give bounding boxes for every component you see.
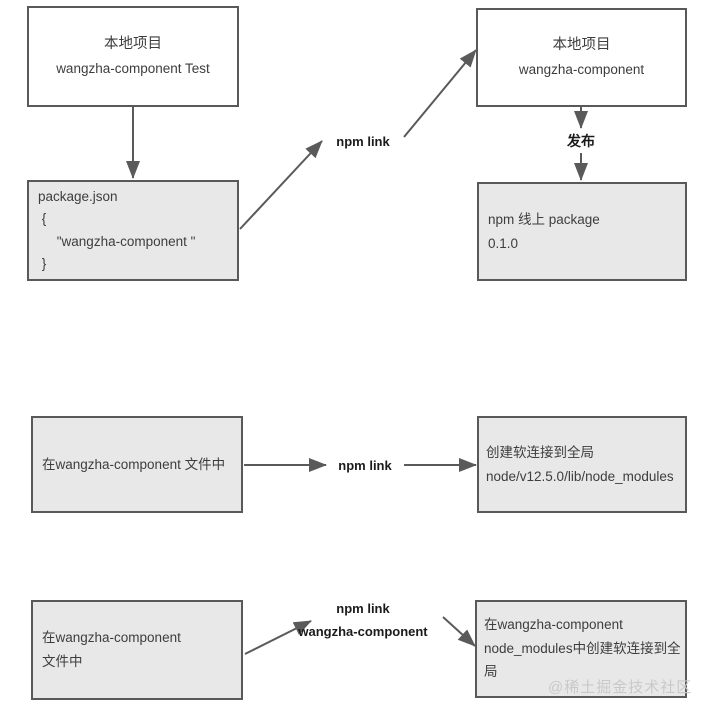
node-local-project-component-line-1: wangzha-component — [518, 62, 645, 78]
node-component-node-modules-symlink-line-0: 在wangzha-component — [484, 617, 623, 632]
edge-npm-link-label-to-local-component — [403, 49, 477, 138]
node-package-json-line-0: package.json — [38, 188, 118, 204]
node-local-project-test-line-1: wangzha-component Test — [56, 61, 210, 77]
edge-label-npm-link-top: npm link — [336, 134, 390, 149]
node-in-component-folder-multi: 在wangzha-component 文件中 — [31, 600, 243, 700]
edge-label-npm-link-middle: npm link — [338, 458, 392, 473]
node-global-symlink-line-1: node/v12.5.0/lib/node_modules — [486, 468, 674, 484]
watermark: @稀土掘金技术社区 — [548, 679, 693, 696]
node-local-project-component: 本地项目 wangzha-component — [476, 8, 687, 107]
node-package-json: package.json { "wangzha-component " } — [27, 180, 239, 281]
node-local-project-test: 本地项目 wangzha-component Test — [27, 6, 239, 107]
edge-package-json-to-npm-link-label — [239, 140, 323, 230]
node-package-json-line-2: "wangzha-component " — [38, 233, 196, 249]
node-in-component-folder-multi-line-0: 在wangzha-component — [42, 630, 181, 646]
node-npm-online-package-line-0: npm 线上 package — [488, 211, 600, 227]
edge-npm-link-bottom-to-node-modules-symlink — [442, 616, 476, 647]
node-component-node-modules-symlink: 在wangzha-component node_modules中创建软连接到全局 — [475, 600, 687, 698]
node-global-symlink-line-0: 创建软连接到全局 — [486, 444, 594, 460]
node-npm-online-package: npm 线上 package 0.1.0 — [477, 182, 687, 281]
node-npm-online-package-line-1: 0.1.0 — [488, 235, 519, 251]
edge-label-npm-link-bottom-line2: wangzha-component — [298, 624, 428, 639]
node-in-component-folder-single: 在wangzha-component 文件中 — [31, 416, 243, 513]
node-in-component-folder-single-line-0: 在wangzha-component 文件中 — [42, 456, 226, 472]
node-global-symlink: 创建软连接到全局 node/v12.5.0/lib/node_modules — [477, 416, 687, 513]
node-local-project-component-line-0: 本地项目 — [552, 37, 611, 53]
node-package-json-line-1: { — [38, 211, 47, 227]
node-in-component-folder-multi-line-1: 文件中 — [42, 654, 83, 669]
node-package-json-line-3: } — [38, 255, 47, 271]
node-component-node-modules-symlink-line-1: node_modules中创建软连接到全局 — [484, 640, 681, 680]
node-local-project-test-line-0: 本地项目 — [104, 36, 162, 52]
edge-label-publish: 发布 — [567, 133, 595, 149]
edge-label-npm-link-bottom-line1: npm link — [336, 601, 390, 616]
